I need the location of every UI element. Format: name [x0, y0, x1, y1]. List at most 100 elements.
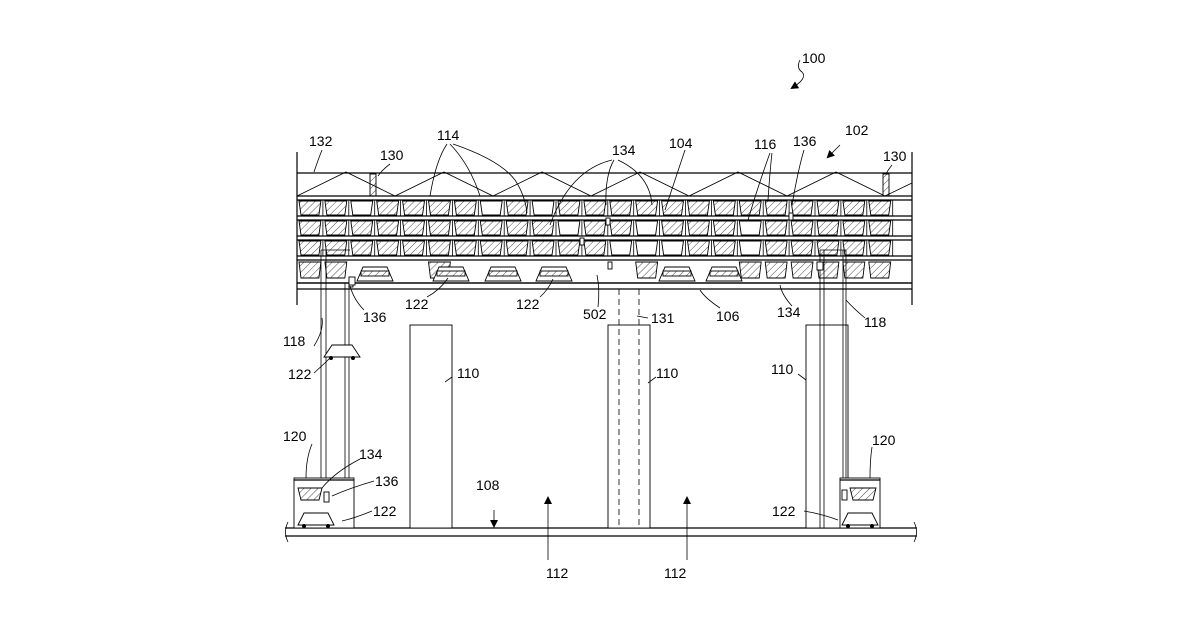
- storage-container: [403, 201, 425, 215]
- storage-container: [325, 241, 347, 255]
- storage-container: [843, 201, 865, 215]
- label-110-b: 110: [656, 365, 679, 381]
- storage-container: [558, 241, 580, 255]
- label-108: 108: [476, 477, 500, 493]
- storage-container: [584, 221, 606, 235]
- label-134-top: 134: [612, 142, 636, 158]
- label-130-right: 130: [883, 148, 907, 164]
- storage-container: [739, 221, 761, 235]
- container-tag: [789, 213, 793, 220]
- vehicle-body: [361, 271, 389, 276]
- storage-container: [765, 262, 787, 278]
- label-130-left: 130: [380, 147, 404, 163]
- storage-container: [454, 241, 476, 255]
- label-132: 132: [309, 133, 333, 149]
- storage-container: [765, 241, 787, 255]
- storage-container: [299, 221, 321, 235]
- rail-right: [883, 174, 889, 196]
- storage-container: [843, 221, 865, 235]
- storage-container: [791, 262, 813, 278]
- column-left: [410, 325, 452, 528]
- storage-container: [377, 201, 399, 215]
- storage-container: [299, 241, 321, 255]
- storage-container: [403, 241, 425, 255]
- vehicle-body: [437, 271, 465, 276]
- storage-container: [480, 241, 502, 255]
- vehicle-body: [489, 271, 517, 276]
- storage-container: [325, 221, 347, 235]
- storage-container: [869, 221, 891, 235]
- label-112-a: 112: [546, 565, 569, 581]
- label-114: 114: [437, 127, 460, 143]
- storage-container: [610, 221, 632, 235]
- label-502: 502: [583, 306, 607, 322]
- label-136-port: 136: [375, 473, 399, 489]
- storage-container: [299, 201, 321, 215]
- storage-container: [325, 262, 347, 278]
- storage-container: [480, 201, 502, 215]
- storage-container: [429, 241, 451, 255]
- storage-container: [869, 201, 891, 215]
- storage-container: [739, 262, 761, 278]
- storage-container: [584, 201, 606, 215]
- label-120-right: 120: [872, 432, 896, 448]
- storage-container: [636, 201, 658, 215]
- storage-container: [506, 241, 528, 255]
- storage-container: [688, 221, 710, 235]
- container-tag: [608, 262, 612, 269]
- storage-container: [532, 201, 554, 215]
- vehicle-body: [540, 271, 568, 276]
- label-116: 116: [754, 136, 777, 152]
- container-stacks: [299, 200, 893, 278]
- storage-container: [713, 241, 735, 255]
- storage-container: [506, 221, 528, 235]
- storage-container: [636, 241, 658, 255]
- label-136-left: 136: [363, 309, 387, 325]
- storage-container: [739, 241, 761, 255]
- label-110-c: 110: [771, 361, 794, 377]
- label-120-left: 120: [283, 428, 307, 444]
- storage-container: [610, 241, 632, 255]
- rail-left: [370, 174, 376, 196]
- storage-container: [377, 221, 399, 235]
- storage-container: [869, 241, 891, 255]
- storage-container: [299, 262, 321, 278]
- label-110-a: 110: [457, 365, 480, 381]
- storage-container: [765, 201, 787, 215]
- storage-container: [325, 201, 347, 215]
- storage-container: [429, 221, 451, 235]
- storage-container: [351, 241, 373, 255]
- storage-container: [558, 221, 580, 235]
- label-134-right: 134: [777, 304, 801, 320]
- label-122-port-left: 122: [373, 503, 397, 519]
- storage-container: [351, 221, 373, 235]
- label-102: 102: [845, 122, 869, 138]
- storage-container: [636, 262, 658, 278]
- label-131: 131: [651, 310, 675, 326]
- container-tag: [606, 218, 610, 225]
- container-tag: [580, 238, 584, 245]
- port-right: [840, 478, 880, 528]
- storage-container: [506, 201, 528, 215]
- storage-container: [791, 221, 813, 235]
- storage-container: [688, 241, 710, 255]
- vehicle-body: [710, 271, 738, 276]
- column-center: [608, 289, 650, 528]
- storage-container: [480, 221, 502, 235]
- label-106: 106: [716, 308, 740, 324]
- storage-container: [636, 221, 658, 235]
- label-118-left: 118: [283, 333, 306, 349]
- storage-container: [791, 241, 813, 255]
- storage-container: [662, 241, 684, 255]
- storage-container: [429, 201, 451, 215]
- storage-container: [558, 201, 580, 215]
- label-100: 100: [802, 50, 826, 66]
- storage-container: [351, 201, 373, 215]
- storage-container: [765, 221, 787, 235]
- storage-container: [713, 201, 735, 215]
- storage-container: [662, 201, 684, 215]
- storage-container: [791, 201, 813, 215]
- storage-container: [532, 241, 554, 255]
- label-134-port: 134: [359, 446, 383, 462]
